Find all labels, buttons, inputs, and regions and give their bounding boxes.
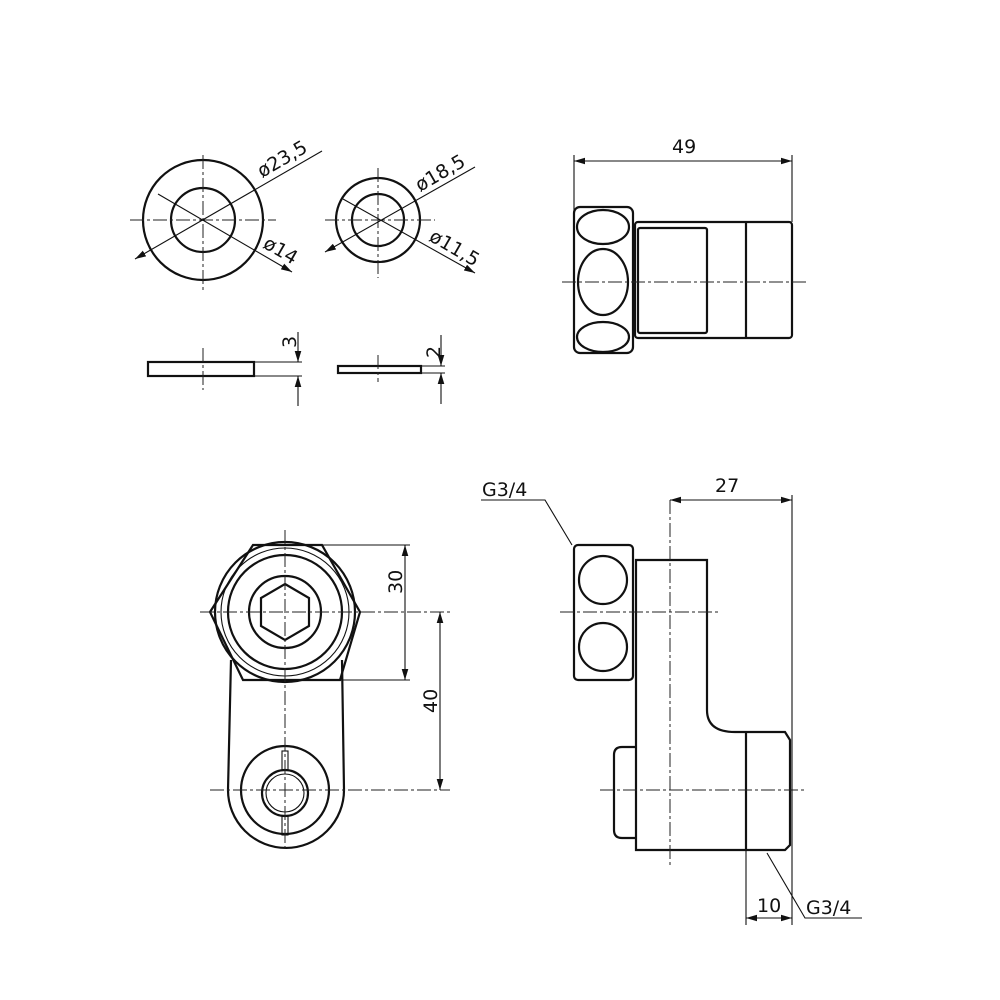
thread-label-bottom: G3/4 [806, 897, 851, 919]
offset-dimension: 27 [715, 475, 739, 497]
washer-large-inner-diameter: ø14 [260, 232, 302, 269]
washer-small-top: ø18,5 ø11,5 [324, 150, 484, 278]
center-distance-dimension: 40 [420, 689, 442, 713]
fitting-side-view: 27 10 G3/4 G3/4 [481, 475, 862, 925]
washer-small-inner-diameter: ø11,5 [426, 225, 484, 271]
washer-large-top: ø23,5 ø14 [130, 136, 323, 290]
thread-label-top: G3/4 [482, 479, 527, 501]
washer-large-side: 3 [146, 332, 302, 406]
washer-large-outer-diameter: ø23,5 [254, 136, 312, 182]
thread-length-dimension: 10 [757, 895, 781, 917]
washer-large-thickness: 3 [279, 336, 301, 348]
fitting-front-view: 30 40 [200, 530, 450, 850]
washer-small-thickness: 2 [423, 346, 445, 358]
hex-height-dimension: 30 [385, 570, 407, 594]
fitting-top-view: 49 [562, 136, 808, 355]
washer-small-side: 2 [336, 335, 445, 404]
length-dimension: 49 [672, 136, 696, 158]
washer-small-outer-diameter: ø18,5 [412, 150, 470, 196]
